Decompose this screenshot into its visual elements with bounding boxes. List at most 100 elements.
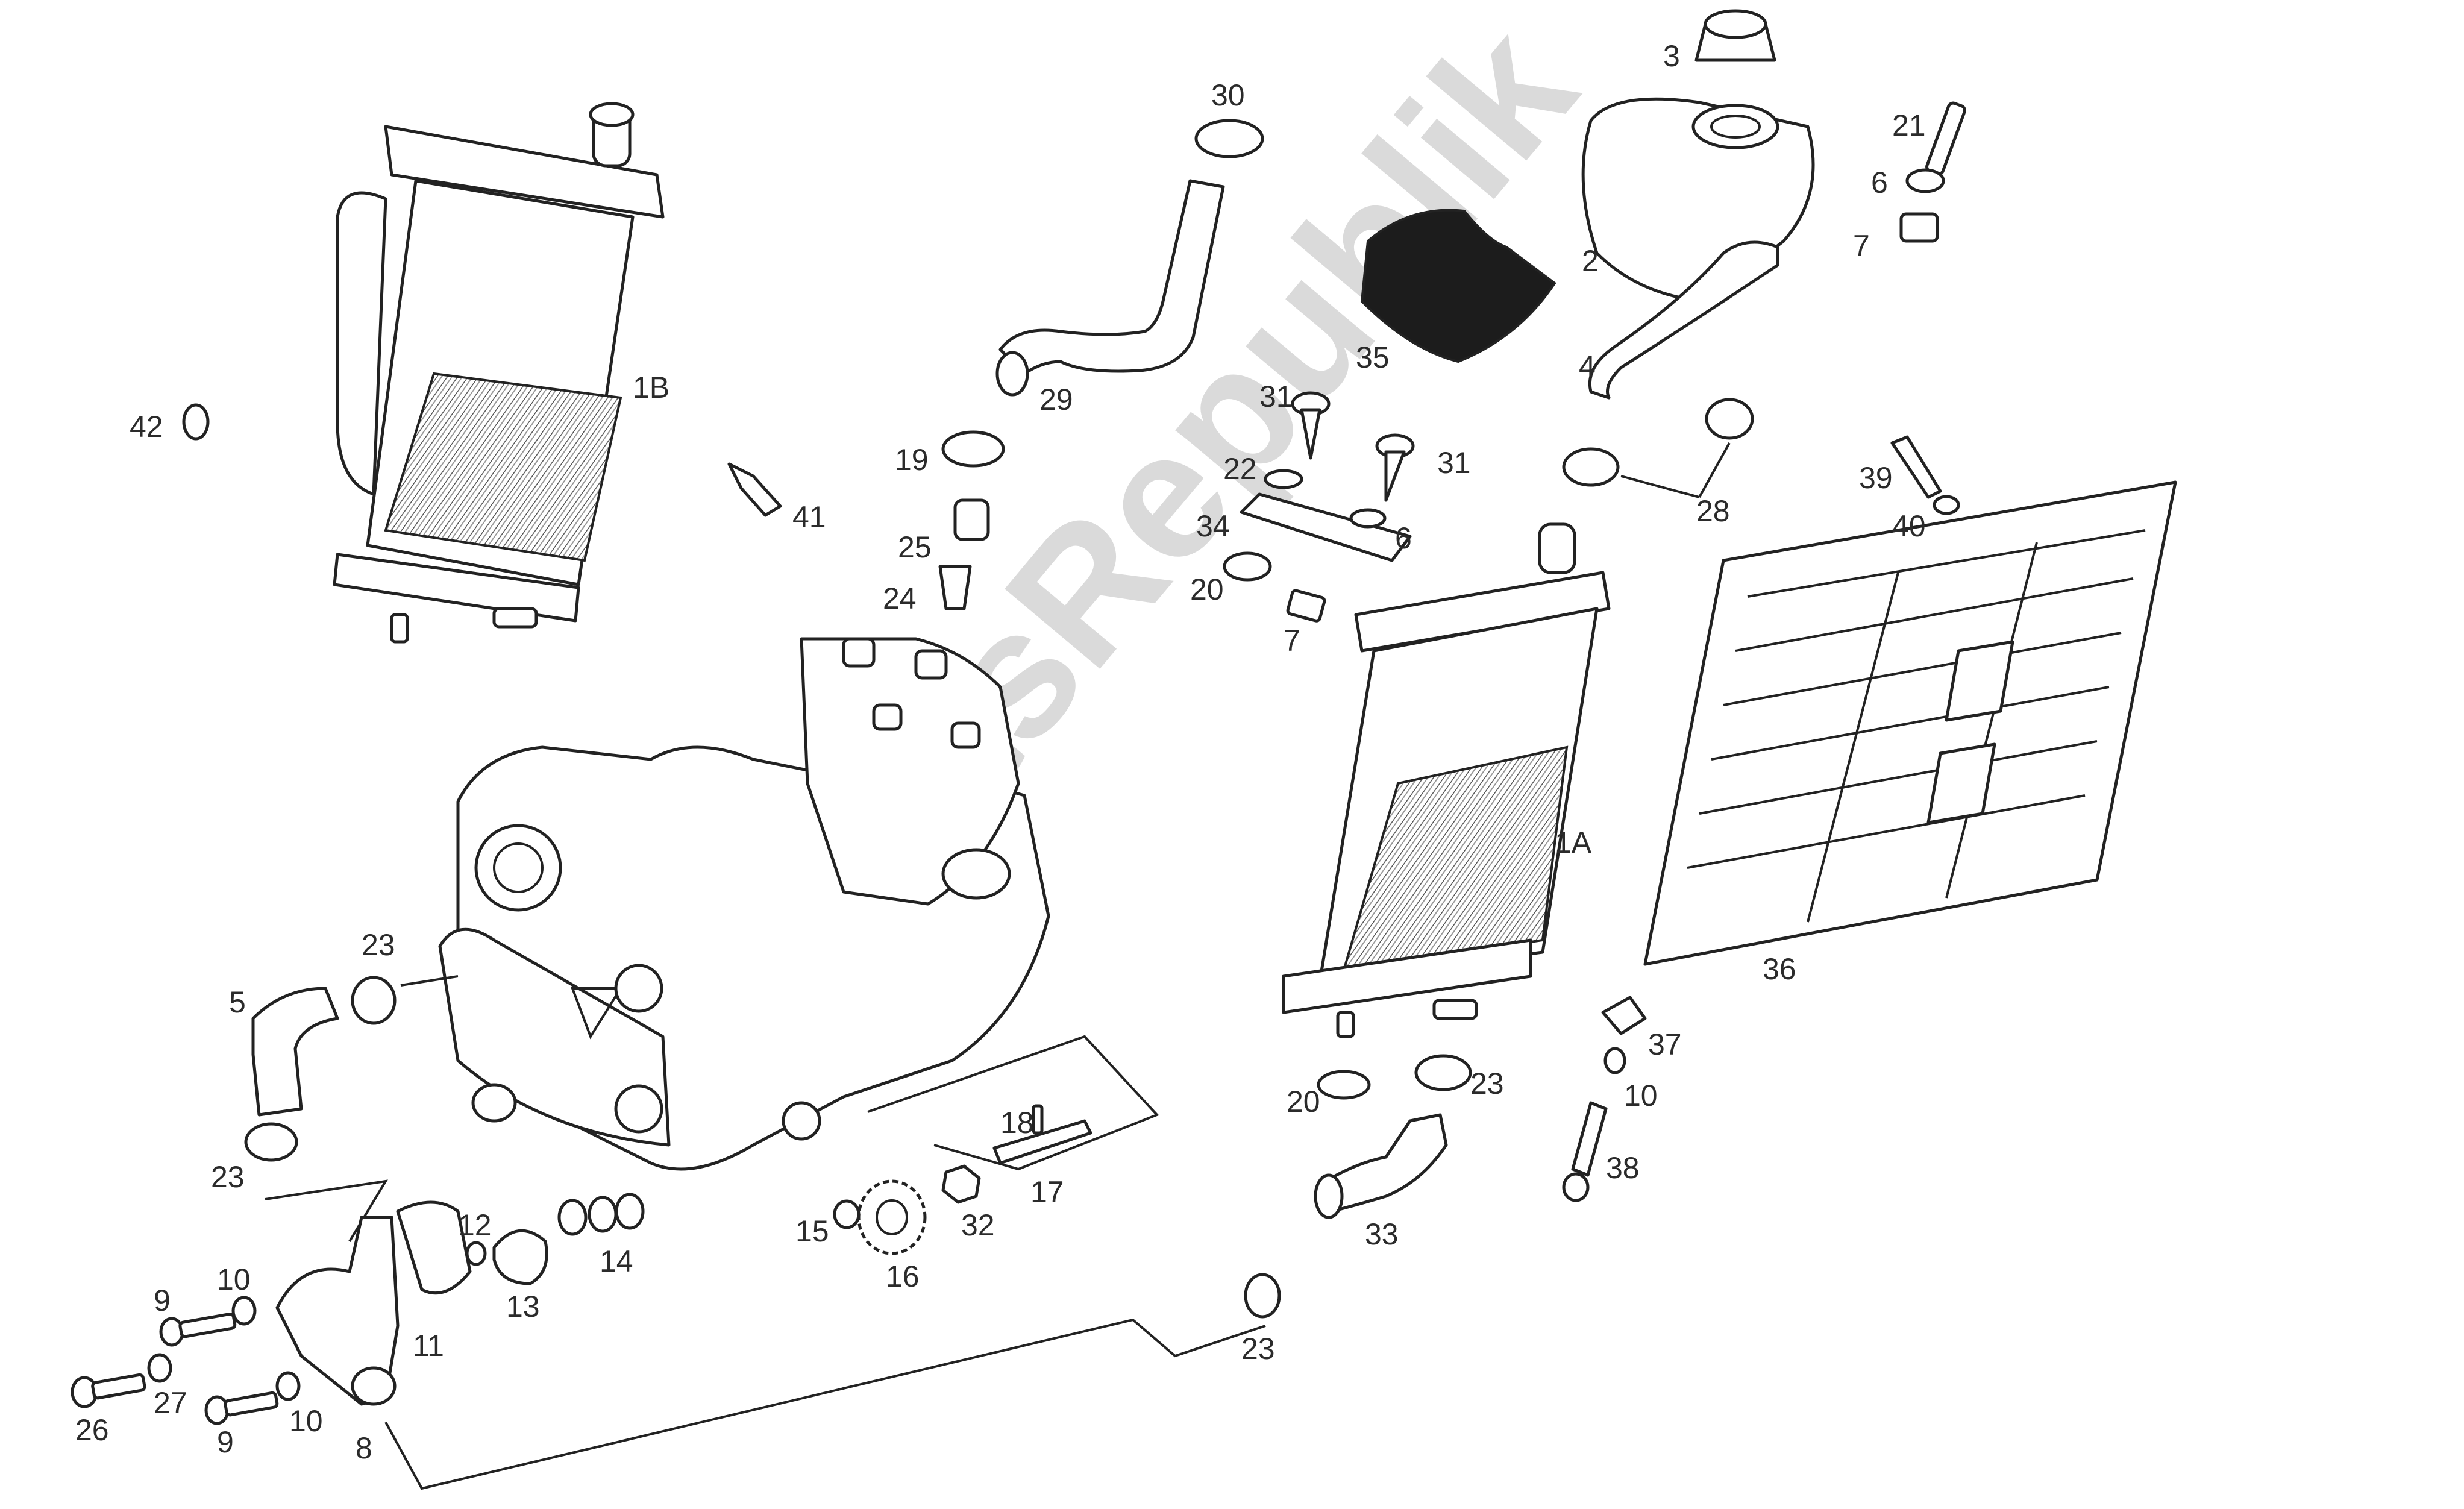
clip-37 (1601, 996, 1647, 1035)
clamp-30 (1194, 119, 1264, 158)
callout-10a: 10 (1624, 1079, 1658, 1112)
callout-36: 36 (1763, 952, 1796, 986)
callout-12: 12 (458, 1208, 492, 1242)
callout-4: 4 (1579, 350, 1596, 383)
lead-23-upper (400, 975, 459, 987)
callout-39: 39 (1859, 461, 1893, 495)
radiator-1b (333, 102, 665, 644)
callout-30: 30 (1211, 78, 1245, 112)
callout-25: 25 (898, 530, 932, 564)
impeller-13 (492, 1229, 548, 1285)
callout-35: 35 (1356, 340, 1390, 374)
shaft-17 (992, 1119, 1092, 1165)
bolt-26 (71, 1373, 146, 1408)
callout-22: 22 (1223, 452, 1257, 486)
washer-6b (1349, 508, 1387, 529)
hose-29 (998, 179, 1225, 375)
filler-cap-3 (1694, 9, 1776, 62)
callout-42: 42 (130, 410, 163, 444)
callout-29: 29 (1039, 383, 1073, 416)
callout-19: 19 (895, 443, 929, 477)
washer-10c (275, 1371, 301, 1401)
callout-37: 37 (1648, 1027, 1682, 1061)
callout-7: 7 (1853, 229, 1870, 263)
callout-labels: 3 30 21 6 7 2 35 4 29 1B 42 19 41 31 22 … (75, 39, 1926, 1465)
callout-2: 2 (1582, 244, 1599, 278)
callout-27: 27 (154, 1386, 187, 1420)
washer-15 (833, 1199, 861, 1229)
callout-1b: 1B (633, 371, 669, 404)
callout-34: 34 (1196, 509, 1230, 543)
bearings-14 (557, 1193, 645, 1236)
lead-long (384, 1318, 1266, 1490)
callout-11: 11 (413, 1329, 444, 1363)
callout-17: 17 (1030, 1175, 1064, 1209)
clamp-19 (941, 430, 1005, 468)
nut-32 (941, 1164, 981, 1204)
bolt-9b (204, 1391, 279, 1425)
callout-31b: 31 (1437, 446, 1471, 480)
clamp-23-right (1414, 1054, 1472, 1091)
callout-10b: 10 (217, 1263, 251, 1296)
callout-5: 5 (229, 985, 246, 1019)
pin-18 (1032, 1104, 1044, 1135)
engine-block (438, 637, 1050, 1171)
callout-13: 13 (506, 1290, 540, 1323)
callout-28: 28 (1696, 494, 1730, 528)
callout-32: 32 (961, 1208, 995, 1242)
lead-28 (1698, 442, 1731, 498)
bolt-38 (1562, 1101, 1608, 1202)
clip-7a (1899, 212, 1939, 243)
callout-3: 3 (1663, 39, 1680, 73)
clamp-28b (1562, 447, 1620, 487)
callout-20b: 20 (1287, 1085, 1320, 1118)
callout-16: 16 (886, 1260, 920, 1293)
callout-24: 24 (883, 582, 917, 615)
callout-9b: 9 (217, 1425, 234, 1459)
callout-26: 26 (75, 1413, 109, 1447)
screw-31-right (1375, 433, 1415, 502)
clamp-23a (351, 976, 397, 1025)
bleeder-24 (938, 565, 972, 610)
hose-4 (1588, 240, 1779, 400)
grommet-20a (1223, 551, 1272, 582)
clamp-23-bottom (1244, 1273, 1281, 1319)
callout-6b: 6 (1395, 521, 1412, 555)
hose-33-end (1314, 1173, 1344, 1219)
callout-9a: 9 (154, 1284, 171, 1317)
lead-assembly (867, 1035, 1159, 1171)
callout-23b: 23 (1470, 1067, 1504, 1100)
clip-7b (1286, 589, 1326, 623)
callout-10c: 10 (289, 1404, 323, 1438)
screw-39 (1890, 435, 1942, 499)
callout-20a: 20 (1190, 573, 1224, 606)
radiator-grille-36 (1643, 480, 2177, 966)
washer-10a (231, 1296, 257, 1326)
ring-42 (182, 403, 210, 441)
clamp-23b (244, 1122, 298, 1162)
fitting-25 (953, 498, 990, 541)
hose-5 (251, 987, 339, 1117)
washer-6a (1905, 168, 1945, 193)
gasket-11 (396, 1200, 472, 1295)
callout-23d: 23 (1241, 1332, 1275, 1366)
callout-7b: 7 (1284, 624, 1300, 657)
bolt-21 (1925, 101, 1966, 176)
callout-8: 8 (356, 1431, 372, 1465)
pump-outlet (351, 1366, 397, 1406)
callout-14: 14 (600, 1244, 633, 1278)
pump-housing-8 (275, 1216, 400, 1406)
hose-33 (1324, 1113, 1448, 1213)
callout-41: 41 (792, 500, 826, 534)
bracket-34 (1240, 492, 1412, 562)
callout-33: 33 (1365, 1217, 1399, 1251)
washer-40 (1933, 495, 1960, 515)
bolt-9a (159, 1313, 237, 1347)
callout-1a: 1A (1555, 826, 1592, 859)
washer-10b (1603, 1047, 1626, 1074)
callout-6: 6 (1871, 166, 1888, 199)
hose-29-end (995, 351, 1029, 397)
heat-shield-35 (1360, 209, 1556, 363)
washer-22 (1264, 469, 1303, 489)
